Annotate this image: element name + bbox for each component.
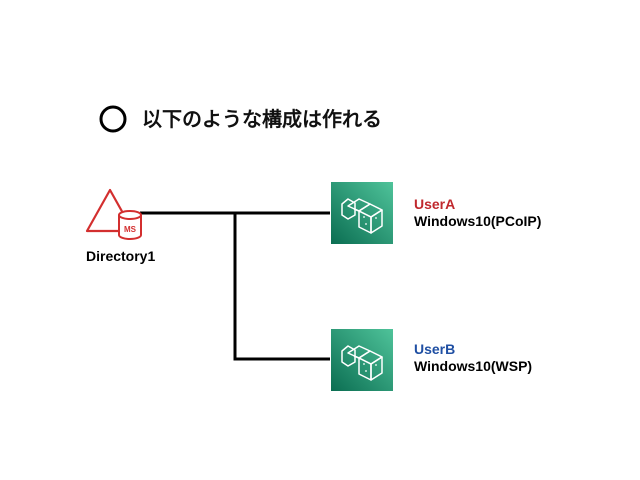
user-b-name: UserB — [414, 341, 456, 357]
connector-lines — [140, 211, 330, 361]
user-b-os: Windows10(WSP) — [414, 358, 533, 374]
circle-mark-icon — [99, 105, 127, 133]
directory-label: Directory1 — [86, 248, 156, 264]
user-a-os: Windows10(PCoIP) — [414, 213, 542, 229]
page-title: 以下のような構成は作れる — [142, 107, 382, 131]
user-a-name: UserA — [414, 196, 456, 212]
ms-badge-text: MS — [124, 225, 137, 234]
directory-service-icon: MS — [85, 188, 142, 240]
workspaces-icon — [331, 329, 393, 391]
connector-line-userb — [233, 213, 330, 361]
workspaces-icon — [331, 182, 393, 244]
